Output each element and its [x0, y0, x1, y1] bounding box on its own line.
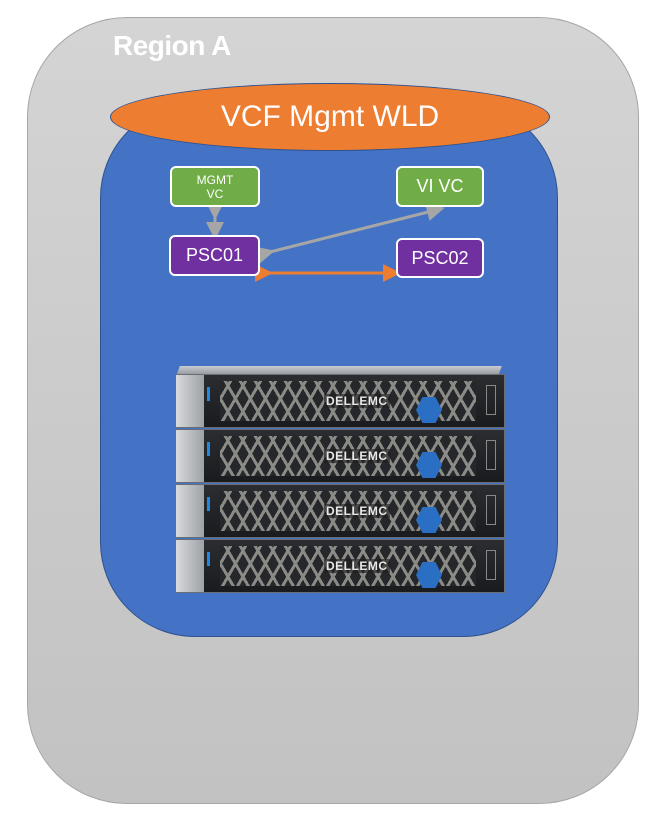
- psc02-label: PSC02: [411, 247, 469, 268]
- vxrail-badge-icon: [416, 507, 442, 533]
- vxrail-server: DELLEMC: [175, 484, 505, 538]
- server-brand: DELLEMC: [324, 394, 390, 408]
- vxrail-server: DELLEMC: [175, 539, 505, 593]
- server-port-icon: [486, 550, 496, 580]
- vi-vc-node: VI VC: [396, 166, 484, 207]
- psc02-node: PSC02: [396, 238, 484, 278]
- server-brand: DELLEMC: [324, 449, 390, 463]
- workload-domain-title: VCF Mgmt WLD: [220, 100, 440, 133]
- vxrail-badge-icon: [416, 397, 442, 423]
- server-port-icon: [486, 440, 496, 470]
- server-rack-ear: [176, 485, 204, 537]
- server-led-icon: [207, 387, 210, 401]
- vxrail-server: DELLEMC: [175, 429, 505, 483]
- server-rack-ear: [176, 430, 204, 482]
- vi-vc-label: VI VC: [416, 176, 464, 196]
- server-port-icon: [486, 495, 496, 525]
- server-rack-ear: [176, 540, 204, 592]
- link-psc01-vivc: [255, 203, 445, 264]
- server-port-icon: [486, 385, 496, 415]
- vxrail-badge-icon: [416, 562, 442, 588]
- server-led-icon: [207, 497, 210, 511]
- psc01-label: PSC01: [185, 245, 244, 265]
- vxrail-badge-icon: [416, 452, 442, 478]
- workload-domain-label: VCF Mgmt WLD: [110, 83, 550, 151]
- mgmt-vc-label-line1: MGMT: [196, 172, 234, 187]
- region-title: Region A: [113, 30, 231, 61]
- server-led-icon: [207, 552, 210, 566]
- server-brand: DELLEMC: [324, 504, 390, 518]
- psc01-node: PSC01: [169, 235, 260, 276]
- mgmt-vc-label-line2: VC: [206, 186, 224, 201]
- server-led-icon: [207, 442, 210, 456]
- mgmt-vc-node: MGMT VC: [170, 166, 260, 207]
- server-brand: DELLEMC: [324, 559, 390, 573]
- server-rack-ear: [176, 375, 204, 427]
- vxrail-server: DELLEMC: [175, 374, 505, 428]
